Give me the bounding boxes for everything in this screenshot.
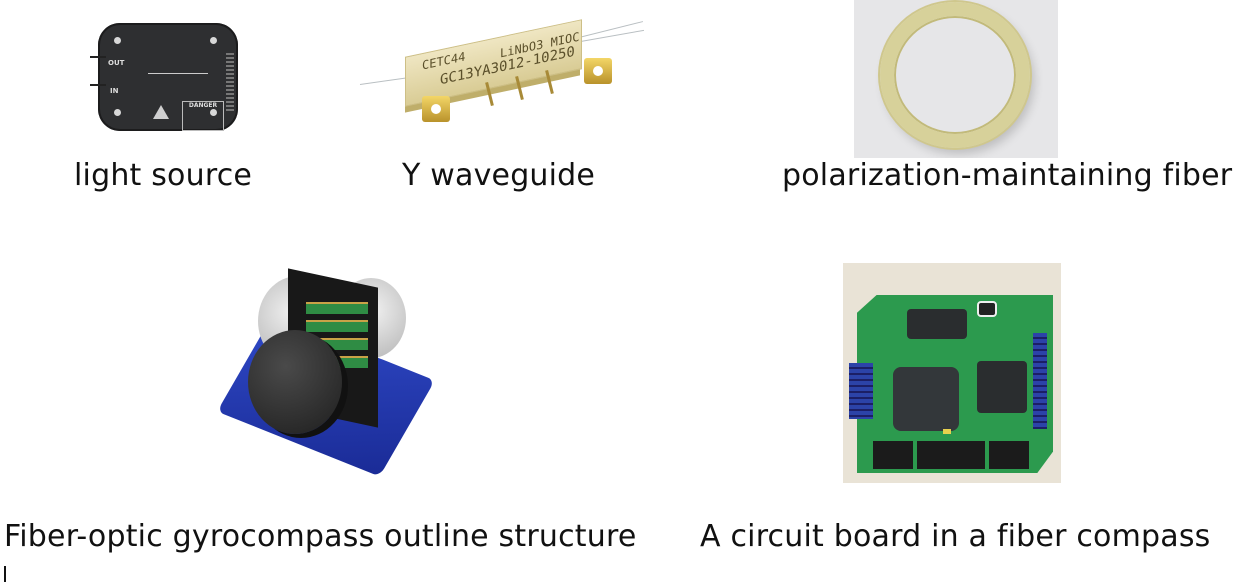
end-cap-disc	[248, 330, 342, 434]
in-label: IN	[110, 87, 119, 95]
laser-warning-icon	[153, 105, 169, 119]
danger-label: DANGER	[188, 102, 218, 109]
mounting-hole	[114, 109, 121, 116]
text-cursor	[4, 566, 6, 582]
memory-chip	[907, 309, 967, 339]
mounting-flange	[422, 96, 450, 122]
mounting-hole	[114, 37, 121, 44]
light-source-module: OUT IN DANGER	[98, 23, 238, 131]
module-title-line	[148, 73, 208, 74]
pcb-layer	[306, 302, 368, 314]
out-label: OUT	[108, 59, 125, 67]
pin-header-left	[849, 363, 873, 419]
fiber-coil	[880, 2, 1030, 148]
capacitor	[943, 429, 951, 434]
caption-gyrocompass: Fiber-optic gyrocompass outline structur…	[4, 519, 637, 554]
caption-light-source: light source	[74, 158, 253, 193]
mounting-hole	[210, 37, 217, 44]
fpga-chip	[893, 367, 959, 431]
pm-fiber-image	[854, 0, 1058, 158]
sensor-component	[977, 301, 997, 317]
caption-circuit-board: A circuit board in a fiber compass	[700, 519, 1211, 554]
processor-chip	[977, 361, 1027, 413]
mounting-flange	[584, 58, 612, 84]
caption-pm-fiber: polarization-maintaining fiber	[782, 158, 1233, 193]
fiber-lead-in	[90, 84, 106, 86]
danger-sticker: DANGER	[182, 101, 224, 131]
box-connector	[873, 441, 913, 469]
y-waveguide-image: CETC44 LiNbO3 MIOC GC13YA3012-10250	[359, 18, 650, 128]
caption-y-waveguide: Y waveguide	[402, 158, 596, 193]
mounting-hole	[210, 109, 217, 116]
pcb-layer	[306, 320, 368, 332]
connector-pins	[226, 53, 234, 113]
circuit-board-image	[843, 263, 1061, 483]
pin-header-right	[1033, 333, 1047, 429]
fiber-lead-out	[90, 56, 106, 58]
gyrocompass-image	[217, 268, 435, 477]
box-connector	[917, 441, 957, 469]
box-connector	[989, 441, 1029, 469]
box-connector	[955, 441, 985, 469]
light-source-image: OUT IN DANGER	[88, 8, 248, 138]
